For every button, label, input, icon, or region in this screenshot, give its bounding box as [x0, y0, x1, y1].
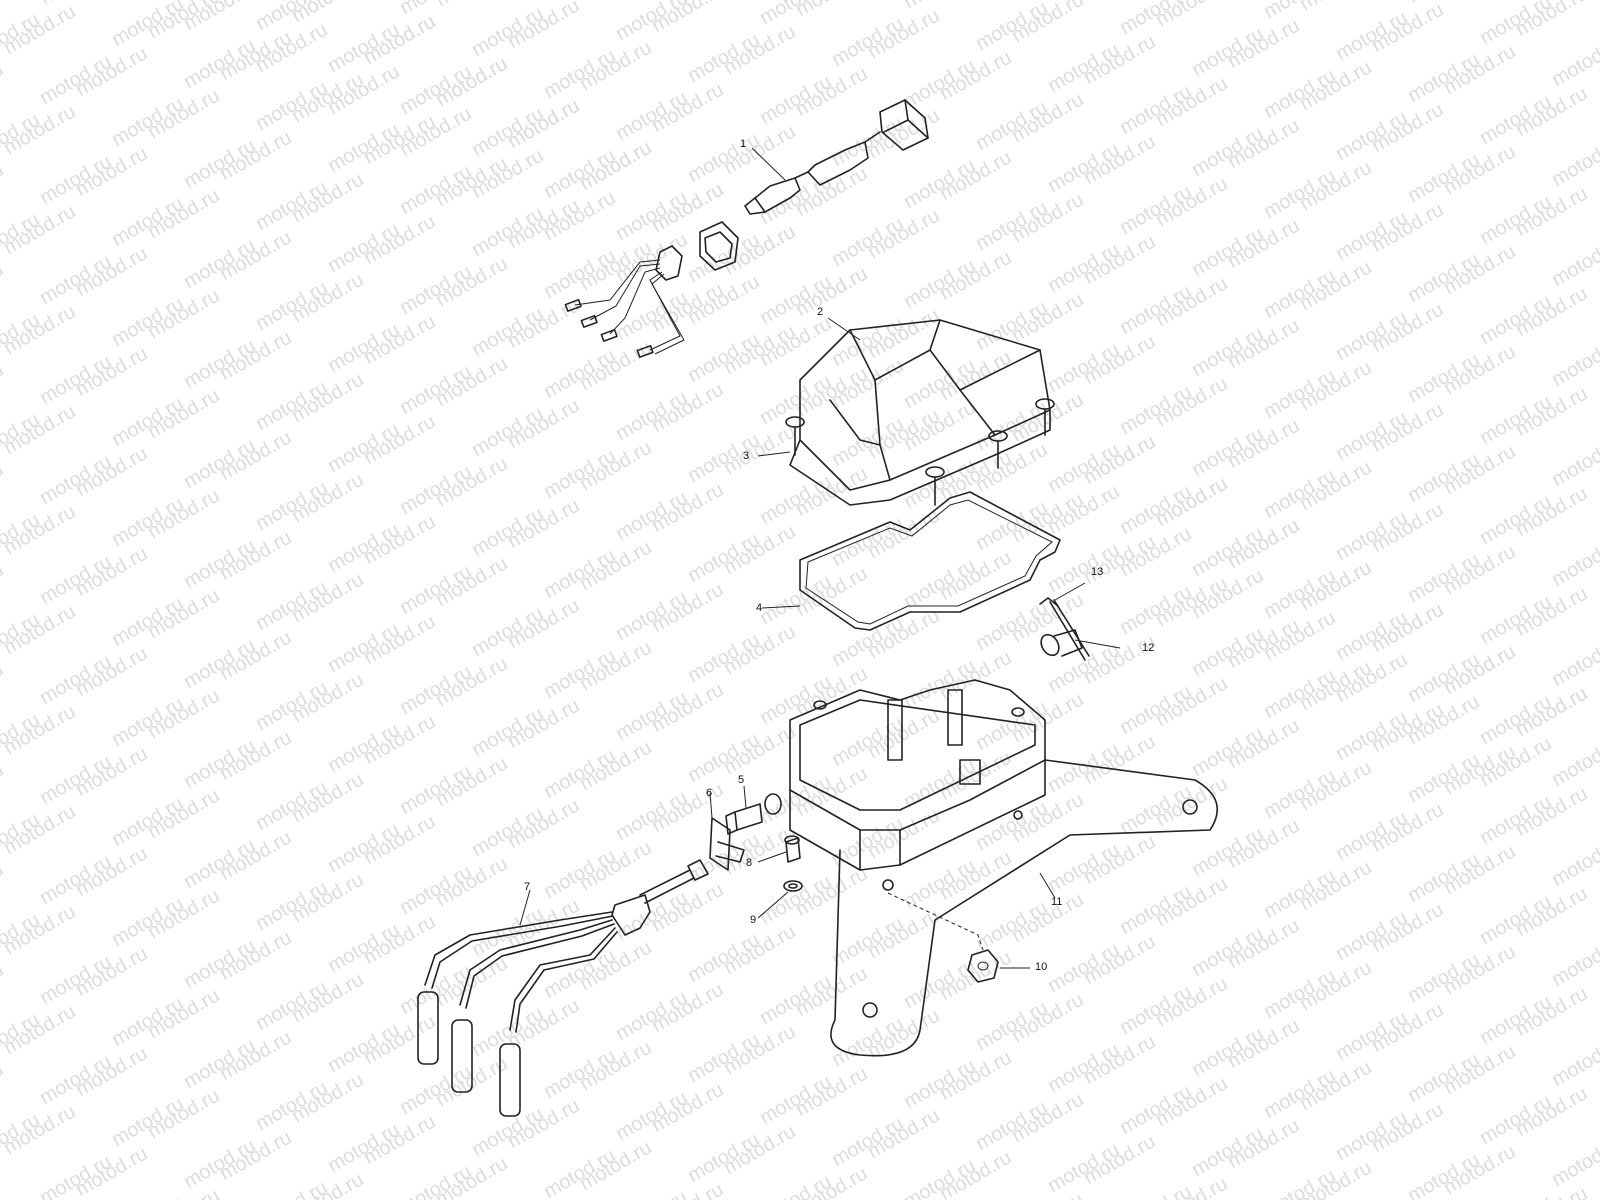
callout-10: 10 [1035, 961, 1048, 973]
callout-8: 8 [746, 857, 753, 869]
part-1-wire-harness [564, 99, 929, 358]
callout-13: 13 [1091, 566, 1104, 578]
part-7-lead-harness [417, 859, 709, 1117]
part-11-bracket [830, 759, 1219, 1057]
callout-3: 3 [743, 450, 750, 462]
part-8-9-screw-washer [783, 835, 803, 892]
callout-2: 2 [817, 306, 824, 318]
callout-leaders [519, 147, 1121, 969]
callout-4: 4 [756, 602, 763, 614]
callout-11: 11 [1051, 896, 1063, 908]
part-3-bolts [785, 398, 1055, 506]
part-12-13-pin-and-spacer [1039, 597, 1090, 661]
callout-5: 5 [738, 774, 745, 786]
callout-9: 9 [750, 914, 757, 926]
part-2-cover [789, 319, 1051, 506]
callout-6: 6 [706, 787, 713, 799]
callout-7: 7 [524, 881, 531, 893]
part-4-gasket [799, 491, 1061, 631]
base-housing [789, 679, 1046, 871]
part-10-nut [887, 892, 999, 983]
callout-12: 12 [1142, 642, 1155, 654]
part-5-6-clip [709, 793, 782, 871]
callout-1: 1 [740, 138, 747, 150]
